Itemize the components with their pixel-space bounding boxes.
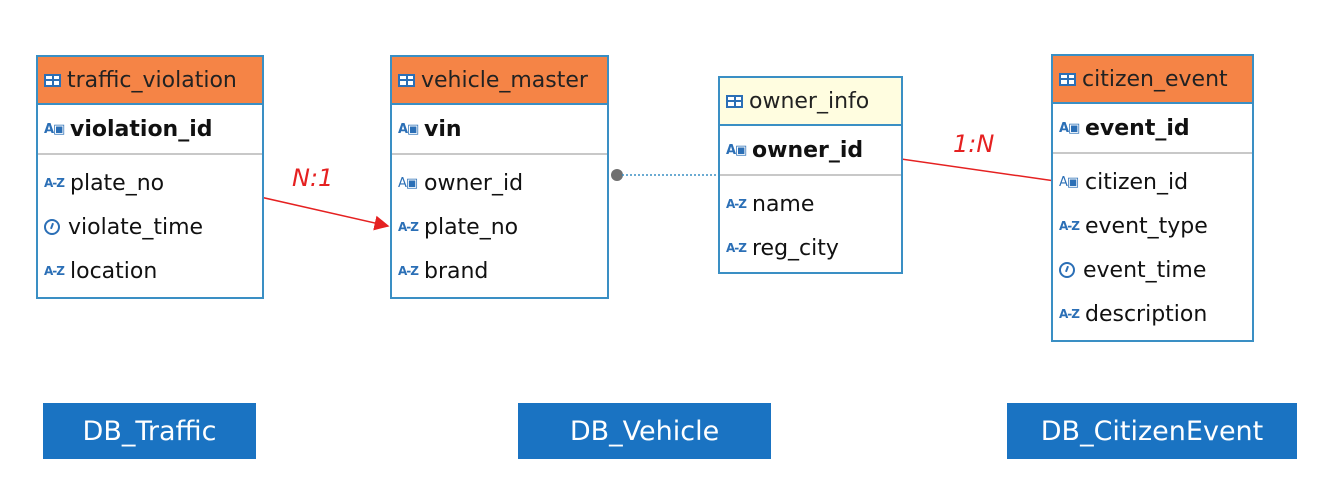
- primary-key-row[interactable]: A▣ vin: [392, 105, 607, 155]
- az-icon: A-Z: [1059, 219, 1080, 233]
- table-citizen-event[interactable]: citizen_event A▣ event_id A▣ citizen_id …: [1051, 54, 1254, 342]
- az-icon: A-Z: [726, 241, 747, 255]
- table-vehicle-master[interactable]: vehicle_master A▣ vin A▣ owner_id A-Z pl…: [390, 55, 609, 299]
- relation-label-1-n: 1:N: [953, 130, 995, 158]
- db-label-traffic: DB_Traffic: [43, 403, 256, 459]
- column-row[interactable]: A-Z reg_city: [720, 226, 901, 270]
- table-header[interactable]: traffic_violation: [38, 57, 262, 105]
- primary-key-icon: A▣: [1059, 120, 1080, 136]
- column-label: plate_no: [424, 214, 519, 240]
- table-icon: [44, 73, 61, 87]
- column-label: description: [1085, 301, 1208, 327]
- column-row[interactable]: A-Z plate_no: [38, 161, 262, 205]
- column-row[interactable]: A-Z event_type: [1053, 204, 1252, 248]
- column-row[interactable]: event_time: [1053, 248, 1252, 292]
- column-label: event_type: [1085, 213, 1208, 239]
- column-row[interactable]: A-Z plate_no: [392, 205, 607, 249]
- az-icon: A-Z: [44, 264, 65, 278]
- primary-key-label: owner_id: [752, 137, 864, 163]
- primary-key-icon: A▣: [726, 142, 747, 158]
- column-label: owner_id: [424, 170, 524, 196]
- table-icon: [1059, 72, 1076, 86]
- table-title: vehicle_master: [421, 67, 588, 93]
- az-icon: A-Z: [726, 197, 747, 211]
- clock-icon: [1059, 262, 1075, 278]
- column-label: brand: [424, 258, 489, 284]
- primary-key-label: violation_id: [70, 116, 213, 142]
- column-label: location: [70, 258, 158, 284]
- column-row[interactable]: A▣ owner_id: [392, 161, 607, 205]
- column-row[interactable]: A-Z name: [720, 182, 901, 226]
- primary-key-row[interactable]: A▣ violation_id: [38, 105, 262, 155]
- foreign-key-icon: A▣: [1059, 174, 1079, 190]
- relation-dot: [611, 169, 623, 181]
- column-label: violate_time: [68, 214, 204, 240]
- primary-key-icon: A▣: [398, 121, 419, 137]
- clock-icon: [44, 219, 60, 235]
- column-row[interactable]: A▣ citizen_id: [1053, 160, 1252, 204]
- table-header[interactable]: vehicle_master: [392, 57, 607, 105]
- table-header[interactable]: owner_info: [720, 78, 901, 126]
- primary-key-row[interactable]: A▣ owner_id: [720, 126, 901, 176]
- table-title: traffic_violation: [67, 67, 237, 93]
- column-label: event_time: [1083, 257, 1207, 283]
- db-label-vehicle: DB_Vehicle: [518, 403, 771, 459]
- foreign-key-icon: A▣: [398, 175, 418, 191]
- table-icon: [398, 73, 415, 87]
- az-icon: A-Z: [1059, 307, 1080, 321]
- table-owner-info[interactable]: owner_info A▣ owner_id A-Z name A-Z reg_…: [718, 76, 903, 274]
- table-icon: [726, 94, 743, 108]
- column-label: citizen_id: [1085, 169, 1189, 195]
- az-icon: A-Z: [398, 220, 419, 234]
- primary-key-icon: A▣: [44, 121, 65, 137]
- column-label: name: [752, 191, 815, 217]
- primary-key-label: event_id: [1085, 115, 1190, 141]
- column-row[interactable]: A-Z location: [38, 249, 262, 293]
- relation-arrow-citizen-owner: [878, 150, 1077, 185]
- az-icon: A-Z: [398, 264, 419, 278]
- table-traffic-violation[interactable]: traffic_violation A▣ violation_id A-Z pl…: [36, 55, 264, 299]
- table-header[interactable]: citizen_event: [1053, 56, 1252, 104]
- column-label: reg_city: [752, 235, 839, 261]
- table-title: owner_info: [749, 88, 870, 114]
- db-label-citizen: DB_CitizenEvent: [1007, 403, 1297, 459]
- column-label: plate_no: [70, 170, 165, 196]
- column-row[interactable]: A-Z description: [1053, 292, 1252, 336]
- column-row[interactable]: A-Z brand: [392, 249, 607, 293]
- relation-label-n-1: N:1: [292, 164, 334, 192]
- column-row[interactable]: violate_time: [38, 205, 262, 249]
- az-icon: A-Z: [44, 176, 65, 190]
- table-title: citizen_event: [1082, 66, 1228, 92]
- primary-key-label: vin: [424, 116, 462, 142]
- primary-key-row[interactable]: A▣ event_id: [1053, 104, 1252, 154]
